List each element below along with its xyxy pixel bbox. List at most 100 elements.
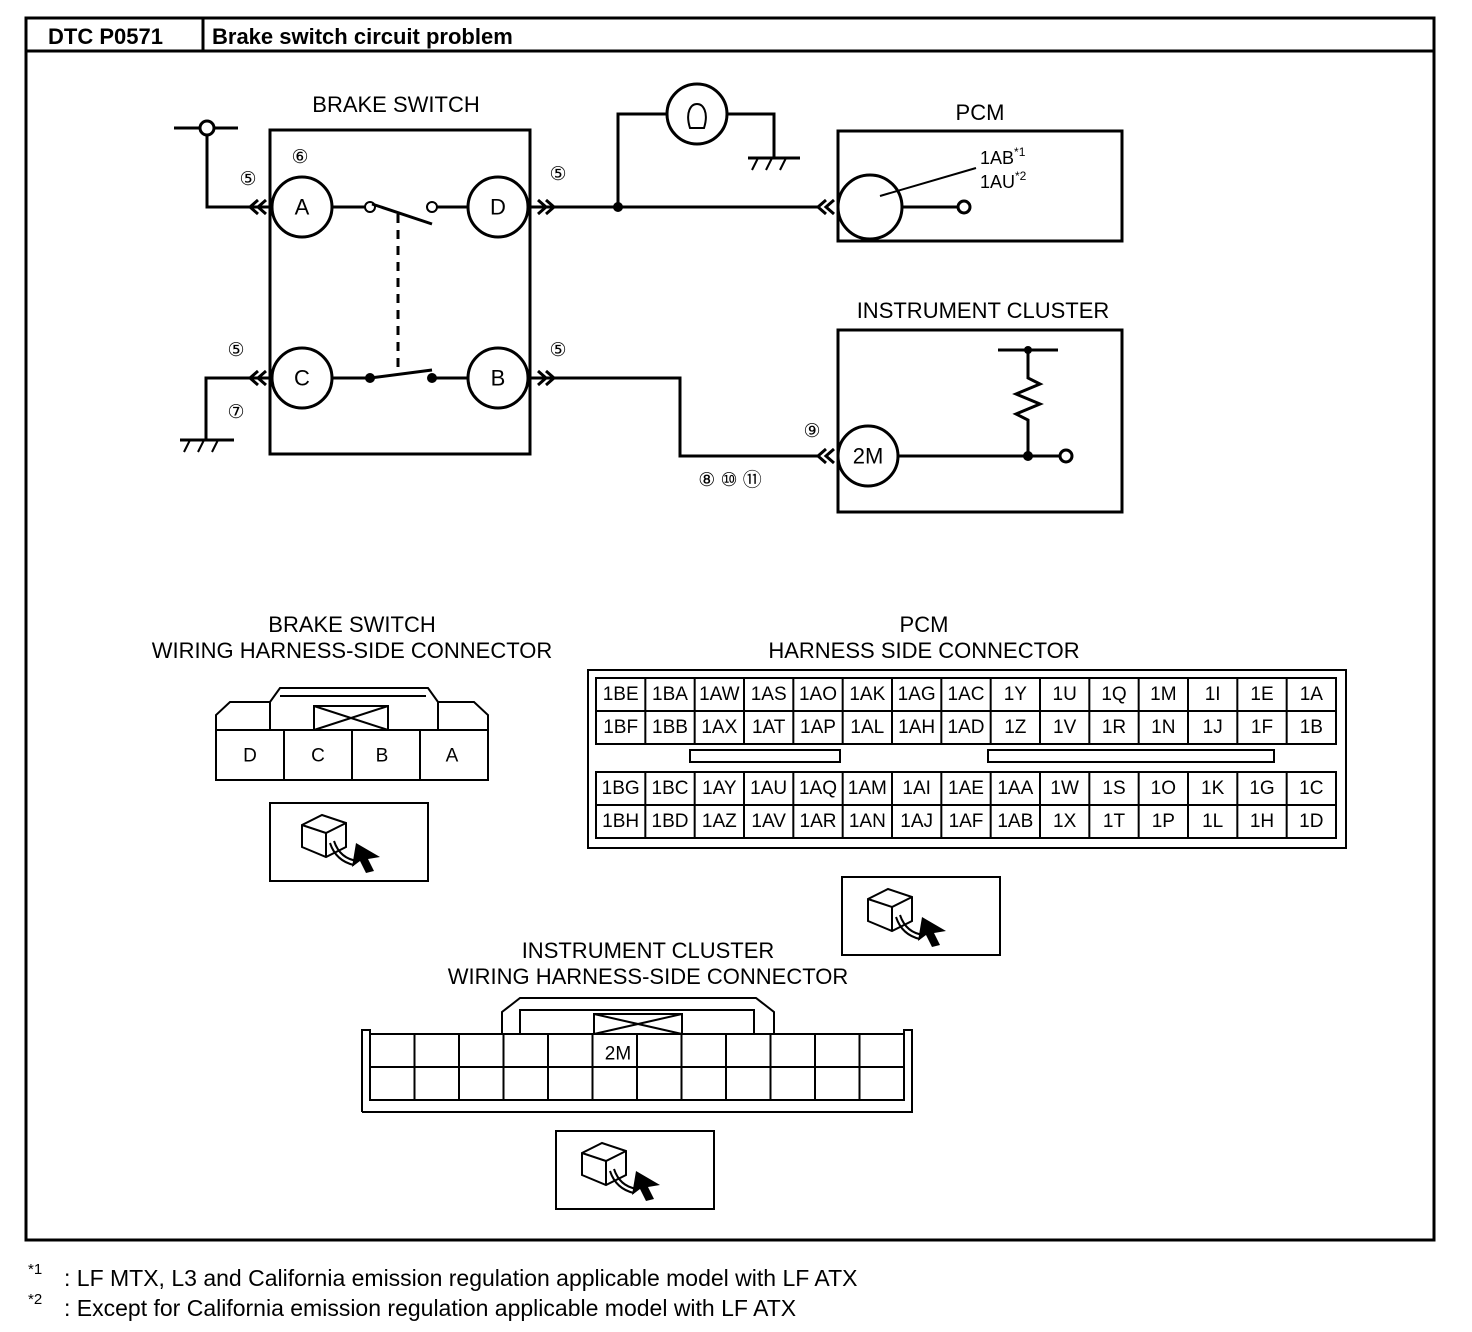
- pcm-terminal-1au: 1AU*2: [980, 169, 1027, 192]
- page-title: Brake switch circuit problem: [212, 24, 513, 49]
- pcm-pin-1at: 1AT: [752, 717, 786, 738]
- pcm-pin-1az: 1AZ: [702, 811, 737, 832]
- pcm-pin-1m: 1M: [1150, 684, 1176, 705]
- pcm-pin-1ah: 1AH: [898, 717, 935, 738]
- pcm-pin-1ak: 1AK: [849, 684, 885, 705]
- brake-pin-a: A: [446, 746, 459, 767]
- pcm-pin-1v: 1V: [1053, 717, 1077, 738]
- pcm-pin-1y: 1Y: [1004, 684, 1028, 705]
- pcm-pin-1be: 1BE: [603, 684, 639, 705]
- pcm-pin-1al: 1AL: [850, 717, 884, 738]
- step-mark-5-a: ⑤: [239, 169, 256, 190]
- pcm-pin-1bb: 1BB: [652, 717, 688, 738]
- harness-view-icon: [555, 1130, 715, 1210]
- pcm-pin-1ae: 1AE: [948, 778, 984, 799]
- pcm-connector: PCM HARNESS SIDE CONNECTOR 1BE 1BA 1AW 1AS 1…: [587, 612, 1347, 956]
- pcm-pin-1bg: 1BG: [602, 778, 640, 799]
- pcm-pin-1b: 1B: [1300, 717, 1323, 738]
- pcm-pin-1aw: 1AW: [699, 684, 740, 705]
- pcm-connector-title-2: HARNESS SIDE CONNECTOR: [768, 638, 1079, 663]
- step-mark-9: ⑨: [803, 421, 820, 442]
- brake-lamp-icon: [665, 82, 729, 146]
- brake-pin-d: D: [243, 746, 257, 767]
- instrument-cluster-label: INSTRUMENT CLUSTER: [857, 298, 1110, 323]
- pcm-pin-1am: 1AM: [848, 778, 887, 799]
- pcm-pin-1ad: 1AD: [948, 717, 985, 738]
- terminal-d: [466, 175, 530, 239]
- terminal-d-label: D: [490, 195, 506, 220]
- pcm-pin-1as: 1AS: [751, 684, 787, 705]
- pcm-connector-title-1: PCM: [900, 612, 949, 637]
- terminal-c-label: C: [294, 366, 310, 391]
- harness-view-icon: [841, 876, 1001, 956]
- cluster-pin-2m: 2M: [605, 1044, 631, 1065]
- pcm-pin-1aa: 1AA: [997, 778, 1033, 799]
- header-bar: DTC P0571 Brake switch circuit problem: [24, 16, 1436, 1242]
- pcm-pin-1ap: 1AP: [800, 717, 836, 738]
- switch-blade-lower: [369, 368, 433, 380]
- pcm-pin-1c: 1C: [1299, 778, 1323, 799]
- pcm-pin-1ac: 1AC: [948, 684, 985, 705]
- pcm-pin-1bf: 1BF: [603, 717, 638, 738]
- step-mark-6: ⑥: [291, 147, 308, 168]
- connector-arrow-icon: [815, 198, 827, 216]
- pcm-pin-1l: 1L: [1202, 811, 1223, 832]
- connector-arrow-icon: [815, 447, 827, 465]
- cluster-connector-title-1: INSTRUMENT CLUSTER: [522, 938, 775, 963]
- cluster-terminal-label: 2M: [853, 444, 884, 469]
- pcm-pin-1n: 1N: [1151, 717, 1175, 738]
- pcm-pin-1ag: 1AG: [898, 684, 936, 705]
- dtc-code: DTC P0571: [48, 24, 163, 49]
- brake-connector-title-2: WIRING HARNESS-SIDE CONNECTOR: [152, 638, 553, 663]
- step-mark-5-c: ⑤: [227, 340, 244, 361]
- pcm-pin-1a: 1A: [1300, 684, 1324, 705]
- pcm-pin-1ar: 1AR: [800, 811, 837, 832]
- pcm-pin-1x: 1X: [1053, 811, 1077, 832]
- terminal-b: [466, 346, 530, 410]
- pcm-pin-1af: 1AF: [949, 811, 984, 832]
- frame-border: [24, 16, 1436, 1242]
- pcm-pin-1t: 1T: [1103, 811, 1126, 832]
- pcm-pin-1k: 1K: [1201, 778, 1225, 799]
- brake-connector-title-1: BRAKE SWITCH: [268, 612, 435, 637]
- pcm-pin-1bh: 1BH: [602, 811, 639, 832]
- footnote-1-mark: *1: [28, 1261, 42, 1278]
- pcm-label: PCM: [956, 100, 1005, 125]
- pcm-pin-1w: 1W: [1050, 778, 1079, 799]
- ground-icon: [748, 156, 800, 171]
- pcm-pin-1u: 1U: [1053, 684, 1077, 705]
- cluster-connector-title-2: WIRING HARNESS-SIDE CONNECTOR: [448, 964, 849, 989]
- pcm-pin-1h: 1H: [1250, 811, 1274, 832]
- pcm-pin-1bc: 1BC: [652, 778, 689, 799]
- instrument-cluster-connector: INSTRUMENT CLUSTER WIRING HARNESS-SIDE C…: [361, 938, 913, 1210]
- pcm-pin-1an: 1AN: [849, 811, 886, 832]
- pcm-pin-1q: 1Q: [1101, 684, 1126, 705]
- terminal-b-label: B: [491, 366, 506, 391]
- terminal-a-label: A: [295, 195, 310, 220]
- pcm-pin-1d: 1D: [1299, 811, 1323, 832]
- pcm-pin-1av: 1AV: [751, 811, 786, 832]
- resistor-icon: [1012, 350, 1044, 456]
- step-marks-8-10-11: ⑧ ⑩ ⑪: [698, 469, 762, 491]
- fuse-icon: [198, 119, 216, 137]
- pcm-pin-1ao: 1AO: [799, 684, 837, 705]
- ground-icon: [180, 438, 234, 453]
- step-mark-5-d: ⑤: [549, 164, 566, 185]
- footnote-2-text: : Except for California emission regulat…: [64, 1295, 796, 1321]
- pcm-pin-1ai: 1AI: [902, 778, 931, 799]
- pcm-pin-1ab: 1AB: [997, 811, 1033, 832]
- brake-switch-connector: BRAKE SWITCH WIRING HARNESS-SIDE CONNECT…: [152, 612, 553, 882]
- step-mark-7: ⑦: [227, 402, 244, 423]
- footnotes: *1 : LF MTX, L3 and California emission …: [28, 1261, 857, 1321]
- pcm-pin-1g: 1G: [1249, 778, 1274, 799]
- brake-pin-c: C: [311, 746, 325, 767]
- pcm-pin-1aq: 1AQ: [799, 778, 837, 799]
- pcm-pin-1au: 1AU: [750, 778, 787, 799]
- pcm-terminal-1ab: 1AB*1: [980, 145, 1026, 168]
- pcm-pin-1f: 1F: [1251, 717, 1273, 738]
- pcm-pin-1e: 1E: [1250, 684, 1273, 705]
- pcm-pin-1s: 1S: [1102, 778, 1125, 799]
- pcm-pin-1ba: 1BA: [652, 684, 688, 705]
- pcm-terminal: [836, 173, 904, 241]
